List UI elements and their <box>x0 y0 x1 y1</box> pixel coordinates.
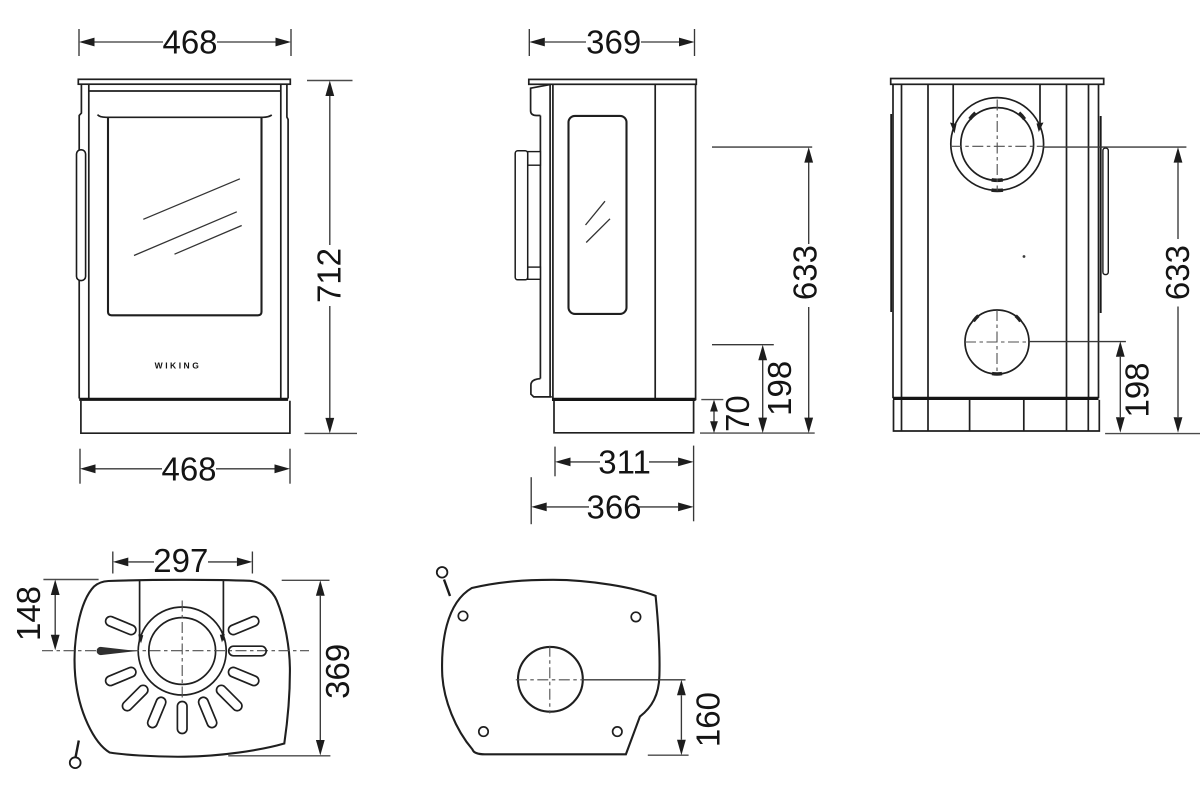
svg-text:633: 633 <box>787 245 824 300</box>
svg-text:198: 198 <box>1119 362 1156 417</box>
svg-text:297: 297 <box>153 542 208 579</box>
svg-text:148: 148 <box>10 586 47 641</box>
svg-text:160: 160 <box>690 692 727 747</box>
svg-text:369: 369 <box>586 24 641 61</box>
svg-text:70: 70 <box>719 395 756 432</box>
svg-text:468: 468 <box>161 450 216 487</box>
svg-text:198: 198 <box>761 361 798 416</box>
svg-text:712: 712 <box>311 248 348 303</box>
svg-text:369: 369 <box>319 644 356 699</box>
svg-text:468: 468 <box>162 24 217 61</box>
svg-text:311: 311 <box>598 443 651 480</box>
svg-text:WIKING: WIKING <box>155 360 202 370</box>
svg-text:633: 633 <box>1159 245 1196 300</box>
svg-text:366: 366 <box>586 488 641 525</box>
